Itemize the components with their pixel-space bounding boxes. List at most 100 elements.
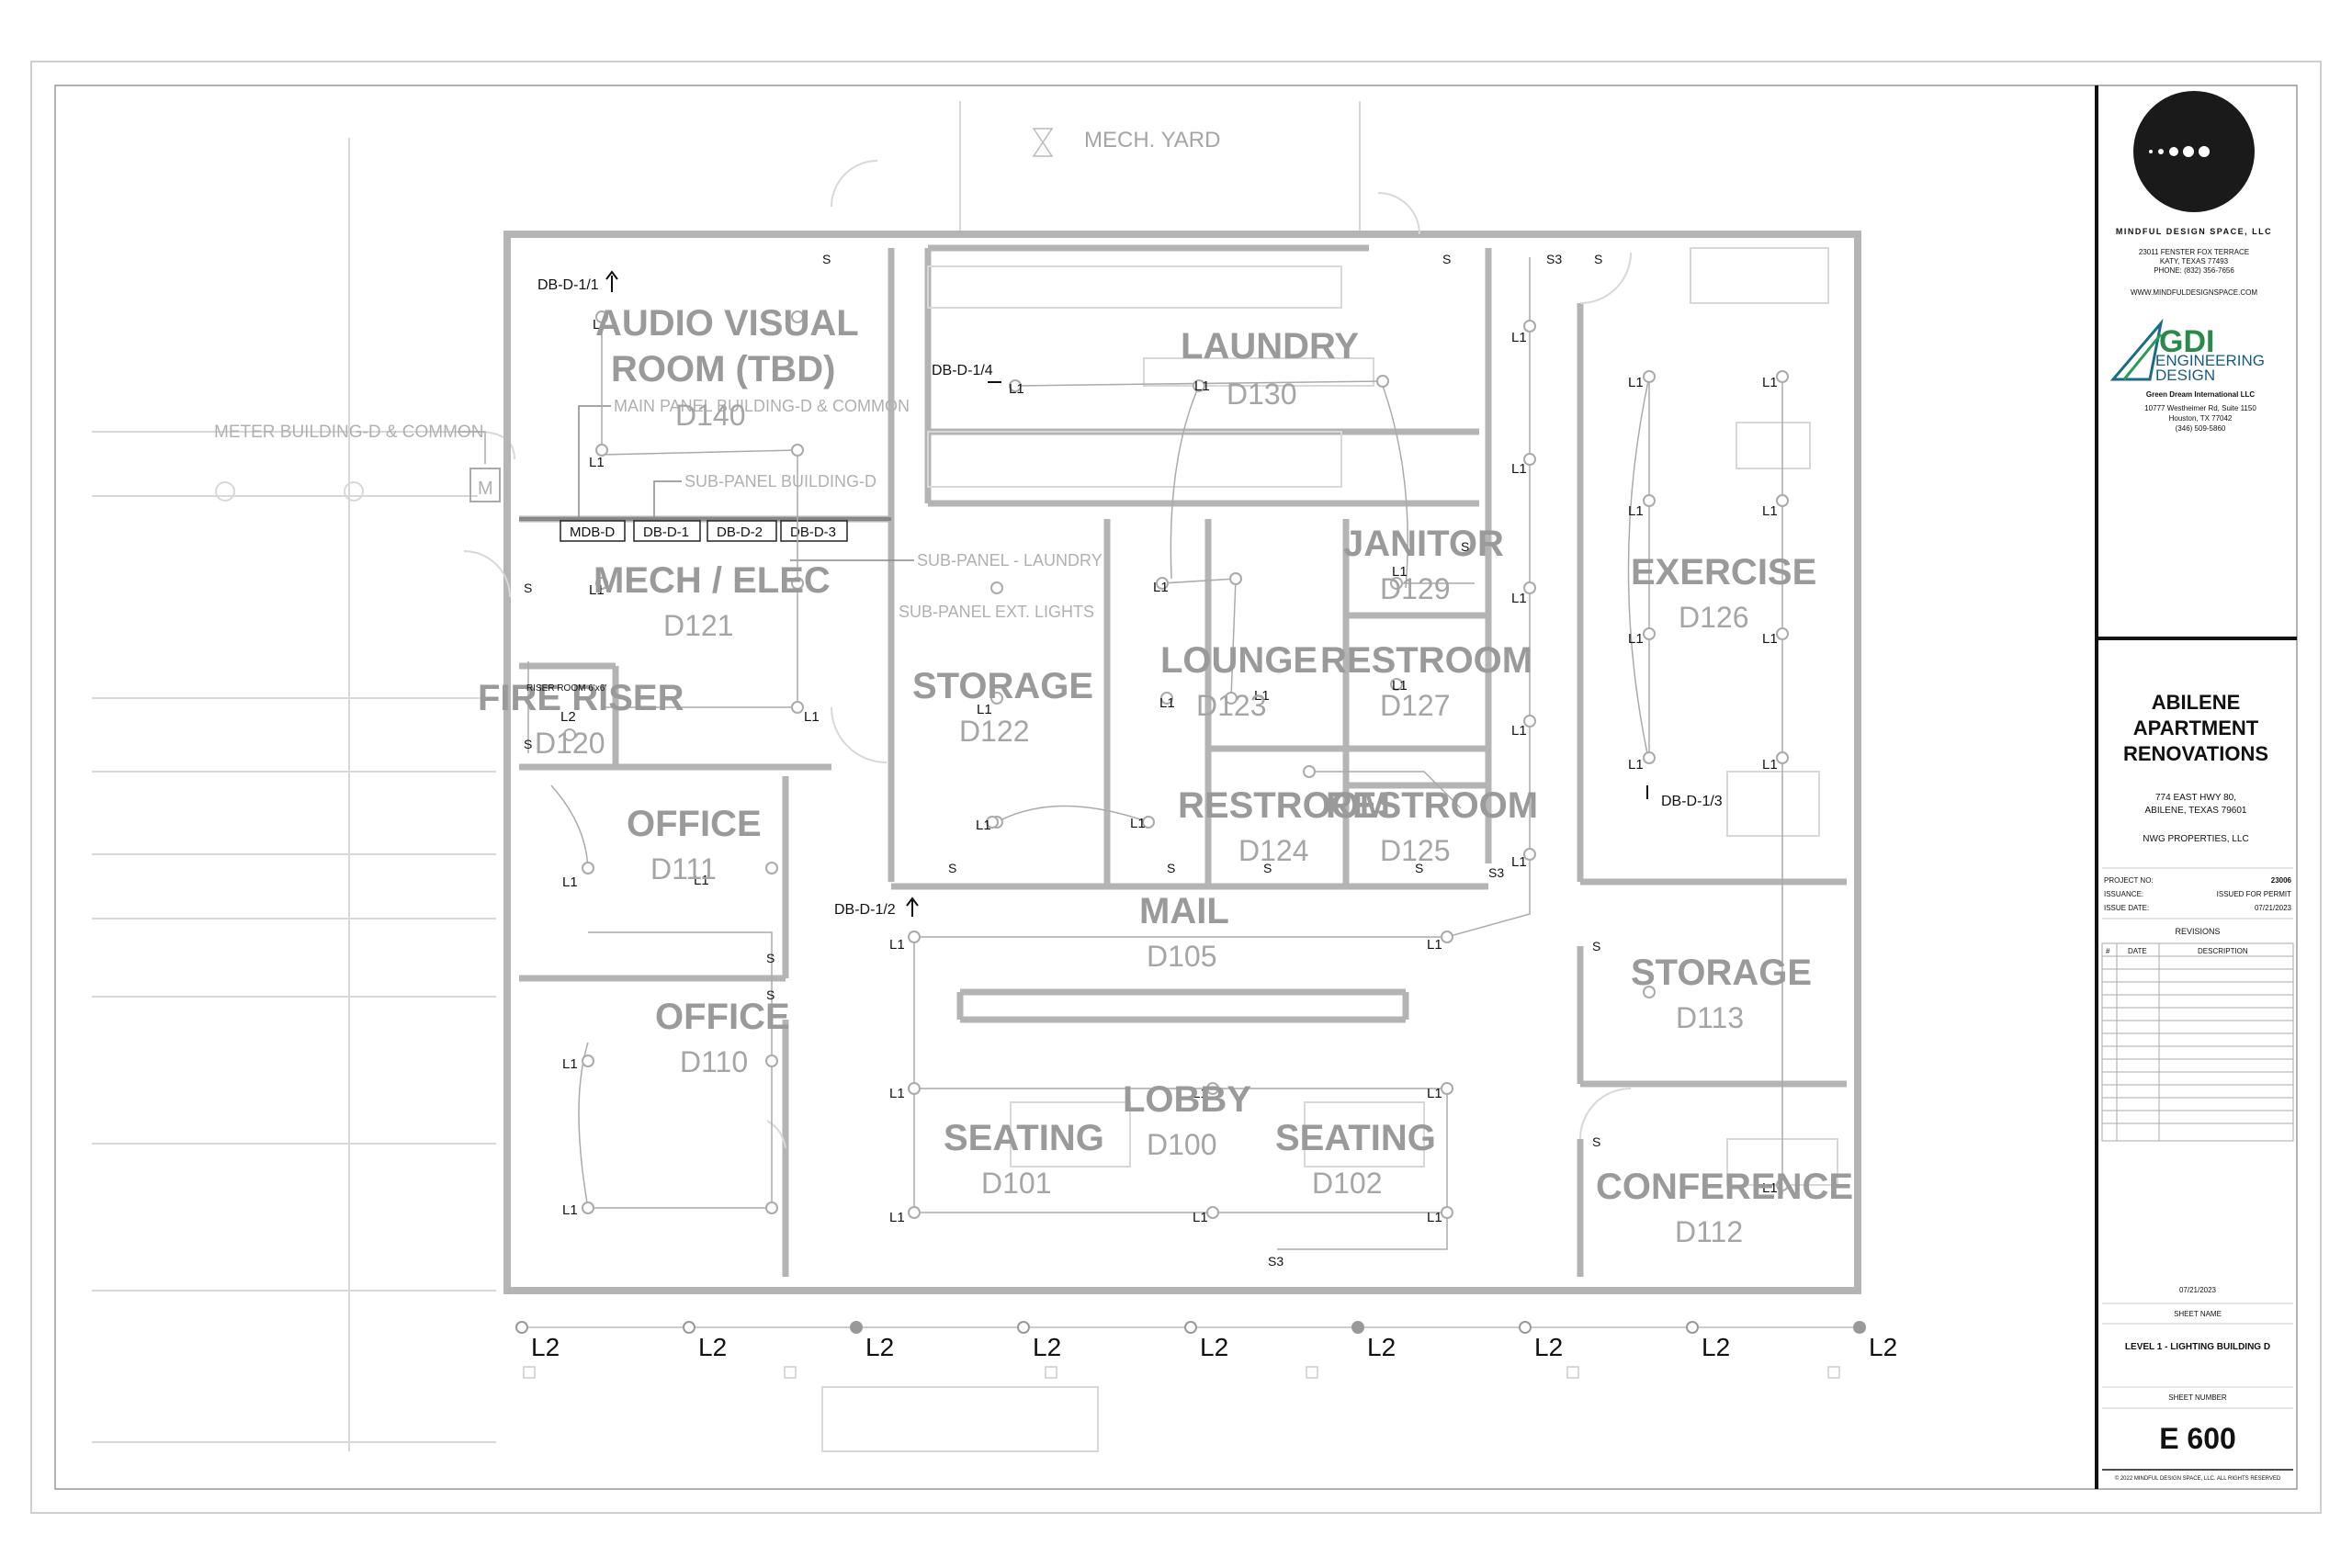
svg-text:D112: D112: [1675, 1215, 1743, 1248]
owner-name: NWG PROPERTIES, LLC: [2143, 834, 2248, 844]
svg-text:S3: S3: [1268, 1254, 1283, 1269]
firm-name: MINDFUL DESIGN SPACE, LLC: [2116, 227, 2272, 236]
svg-text:D127: D127: [1380, 689, 1451, 722]
svg-text:L2: L2: [1033, 1333, 1061, 1361]
svg-text:L1: L1: [1193, 1086, 1208, 1101]
svg-text:L1: L1: [889, 1086, 905, 1101]
room-labels: AUDIO VISUAL ROOM (TBD) D140 LAUNDRY D13…: [478, 303, 1853, 1248]
svg-text:L1: L1: [804, 709, 820, 725]
gdi-logo: GDI ENGINEERING DESIGN: [2109, 318, 2265, 384]
panel-label: DB-D-2: [717, 525, 763, 540]
svg-text:D120: D120: [535, 727, 605, 760]
svg-text:S: S: [1167, 861, 1175, 875]
sheet-name-label: SHEET NAME: [2174, 1310, 2222, 1318]
svg-text:ROOM (TBD): ROOM (TBD): [611, 349, 835, 389]
engineer-address-2: Houston, TX 77042: [2169, 414, 2233, 423]
svg-text:L1: L1: [977, 702, 992, 717]
svg-text:MAIL: MAIL: [1139, 891, 1229, 931]
svg-text:GDI: GDI: [2159, 324, 2214, 359]
svg-text:D130: D130: [1227, 378, 1297, 411]
svg-text:CONFERENCE: CONFERENCE: [1596, 1167, 1853, 1207]
svg-text:L1: L1: [1511, 854, 1527, 870]
fixture-tags: L1 L1 L1 L1 L1 L1 L1 L1 L1 L1 L1 L1 L1 L…: [560, 317, 1778, 1225]
panel-schedule-row: MDB-D DB-D-1 DB-D-2 DB-D-3: [560, 520, 848, 542]
svg-text:S: S: [766, 951, 775, 965]
issuance-label: ISSUANCE:: [2104, 890, 2143, 898]
project-name-2: APARTMENT: [2133, 716, 2259, 739]
sub-panel-laundry-note: SUB-PANEL - LAUNDRY: [917, 551, 1102, 570]
firm-address-1: 23011 FENSTER FOX TERRACE: [2139, 248, 2249, 256]
meter-note: METER BUILDING-D & COMMON: [214, 423, 483, 442]
svg-text:LOBBY: LOBBY: [1123, 1079, 1251, 1120]
circuit-label: DB-D-1/4: [932, 363, 993, 378]
svg-text:L1: L1: [1130, 816, 1146, 831]
svg-text:D122: D122: [959, 715, 1030, 748]
svg-text:L2: L2: [1702, 1333, 1730, 1361]
svg-text:ENGINEERING: ENGINEERING: [2155, 352, 2265, 369]
svg-text:SEATING: SEATING: [944, 1118, 1104, 1158]
outer-border: [30, 61, 2322, 1514]
project-no-label: PROJECT NO:: [2104, 876, 2154, 885]
svg-text:FIRE RISER: FIRE RISER: [478, 678, 684, 718]
svg-text:L1: L1: [976, 818, 991, 833]
project-name-3: RENOVATIONS: [2123, 742, 2268, 765]
site-address-1: 774 EAST HWY 80,: [2155, 793, 2236, 803]
revisions-table: [2101, 942, 2294, 1142]
inner-border: [54, 85, 2298, 1490]
svg-text:S: S: [766, 987, 775, 1002]
svg-text:L2: L2: [1367, 1333, 1396, 1361]
svg-text:D111: D111: [650, 852, 717, 886]
issue-date-value: 07/21/2023: [2255, 904, 2292, 912]
svg-text:D126: D126: [1679, 601, 1749, 634]
circuit-label: DB-D-1/3: [1661, 794, 1723, 809]
sheet-number-label: SHEET NUMBER: [2168, 1393, 2227, 1402]
svg-text:L1: L1: [562, 1202, 578, 1218]
exterior-fixtures: L2 L2 L2 L2 L2 L2 L2 L2 L2: [515, 1321, 1897, 1379]
svg-text:STORAGE: STORAGE: [912, 666, 1093, 706]
svg-text:L1: L1: [1159, 695, 1175, 711]
revisions-title: REVISIONS: [2175, 927, 2220, 936]
issuance-value: ISSUED FOR PERMIT: [2217, 890, 2291, 898]
svg-text:L1: L1: [1511, 723, 1527, 739]
svg-text:L1: L1: [562, 874, 578, 890]
svg-text:D101: D101: [981, 1167, 1052, 1200]
svg-text:S: S: [524, 581, 532, 595]
svg-text:S: S: [1442, 252, 1451, 266]
firm-phone: PHONE: (832) 356-7656: [2154, 266, 2234, 275]
svg-text:D102: D102: [1312, 1167, 1383, 1200]
stamp-date: 07/21/2023: [2179, 1286, 2217, 1294]
svg-text:D100: D100: [1147, 1128, 1217, 1161]
svg-text:AUDIO VISUAL: AUDIO VISUAL: [595, 303, 859, 344]
svg-text:S: S: [1415, 861, 1423, 875]
svg-text:S: S: [1594, 252, 1602, 266]
rev-col-date: DATE: [2128, 947, 2147, 955]
svg-text:S3: S3: [1488, 865, 1504, 880]
svg-text:L1: L1: [1392, 564, 1408, 580]
svg-text:L1: L1: [1427, 937, 1442, 953]
svg-text:S: S: [1592, 939, 1600, 953]
svg-text:S: S: [1592, 1134, 1600, 1149]
svg-text:S: S: [1263, 861, 1272, 875]
svg-text:D125: D125: [1380, 834, 1451, 867]
svg-text:DESIGN: DESIGN: [2155, 367, 2215, 384]
svg-text:D124: D124: [1238, 834, 1309, 867]
switches: S S S3 S S S S S S S S3 S S S S S S3: [524, 252, 1602, 1269]
svg-text:S: S: [822, 252, 831, 266]
site-address-2: ABILENE, TEXAS 79601: [2145, 806, 2247, 816]
meter-symbol-box: [469, 468, 501, 502]
svg-text:L1: L1: [1427, 1210, 1442, 1225]
project-no-value: 23006: [2271, 876, 2292, 885]
svg-text:L2: L2: [865, 1333, 894, 1361]
svg-text:S: S: [524, 737, 532, 751]
svg-text:L1: L1: [1762, 631, 1778, 647]
svg-text:L1: L1: [562, 1056, 578, 1072]
sub-panel-ext-note: SUB-PANEL EXT. LIGHTS: [899, 603, 1094, 621]
svg-text:LOUNGE: LOUNGE: [1160, 640, 1317, 681]
svg-text:L1: L1: [1628, 375, 1644, 390]
svg-text:D105: D105: [1147, 940, 1217, 973]
svg-text:EXERCISE: EXERCISE: [1631, 552, 1816, 592]
svg-text:L1: L1: [1628, 757, 1644, 773]
meter-symbol: M: [478, 479, 493, 499]
svg-text:S: S: [1461, 539, 1469, 554]
engineer-name: Green Dream International LLC: [2146, 390, 2255, 399]
